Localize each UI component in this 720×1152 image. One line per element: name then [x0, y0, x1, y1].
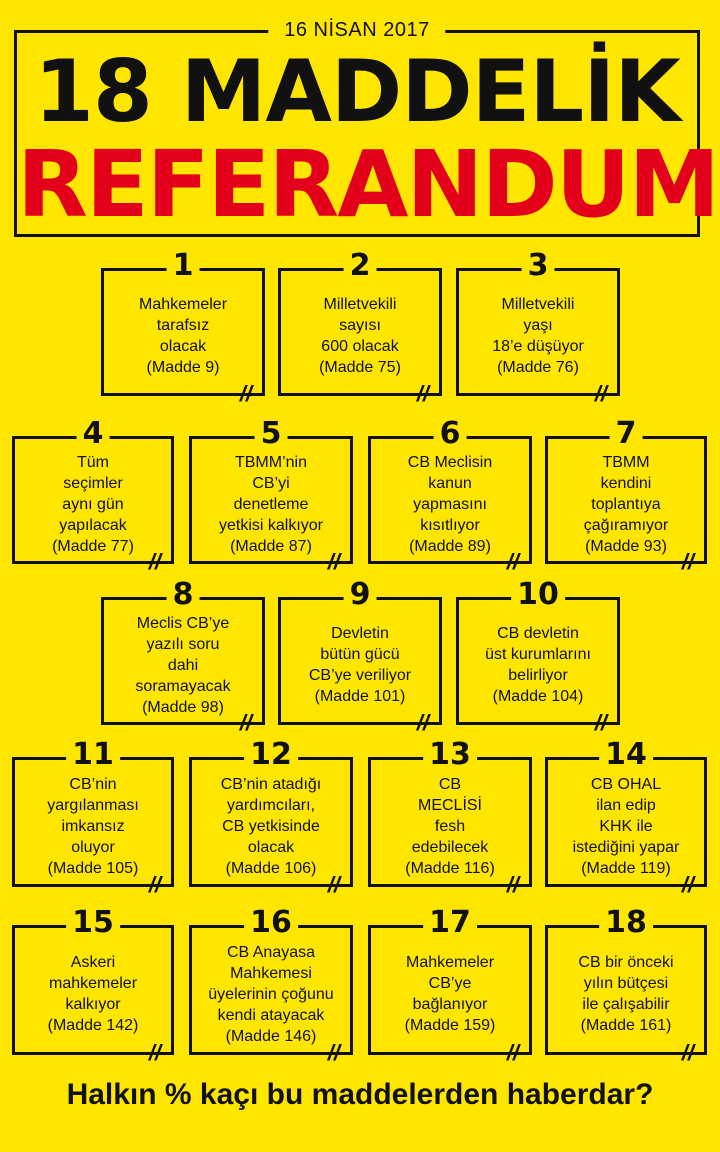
article-text: CB MECLİSİ fesh edebilecek (Madde 116)	[405, 775, 495, 877]
date-label: 16 NİSAN 2017	[268, 19, 446, 42]
article-number: 10	[511, 580, 565, 610]
article-text: CB Meclisin kanun yapmasını kısıtlıyor (…	[407, 453, 493, 555]
article-number: 9	[343, 580, 377, 610]
article-card: 7 TBMM kendini toplantıya çağıramıyor (M…	[545, 419, 707, 573]
article-number: 6	[433, 419, 467, 449]
article-card: 16 CB Anayasa Mahkemesi üyelerinin çoğun…	[189, 908, 353, 1064]
double-tick-icon: //	[416, 381, 429, 406]
double-tick-icon: //	[594, 710, 607, 735]
double-tick-icon: //	[148, 872, 161, 897]
article-text: CB OHAL ilan edip KHK ile istediğini yap…	[572, 775, 680, 877]
double-tick-icon: //	[594, 381, 607, 406]
article-number: 14	[599, 740, 653, 770]
article-text: CB’nin atadığı yardımcıları, CB yetkisin…	[220, 775, 322, 877]
article-card: 12 CB’nin atadığı yardımcıları, CB yetki…	[189, 740, 353, 896]
double-tick-icon: //	[506, 872, 519, 897]
article-text: Mahkemeler CB’ye bağlanıyor (Madde 159)	[404, 954, 496, 1034]
footer-question: Halkın % kaçı bu maddelerden haberdar?	[66, 1078, 654, 1111]
double-tick-icon: //	[327, 872, 340, 897]
article-text: TBMM’nin CB’yi denetleme yetkisi kalkıyo…	[218, 453, 324, 555]
article-number: 1	[166, 251, 200, 281]
article-text: TBMM kendini toplantıya çağıramıyor (Mad…	[583, 453, 669, 555]
article-number: 7	[609, 419, 643, 449]
double-tick-icon: //	[239, 710, 252, 735]
article-text: CB Anayasa Mahkemesi üyelerinin çoğunu k…	[208, 943, 334, 1045]
article-number: 17	[423, 908, 477, 938]
article-text: Tüm seçimler aynı gün yapılacak (Madde 7…	[52, 453, 134, 555]
article-number: 11	[66, 740, 120, 770]
title-box: 16 NİSAN 2017 18 MADDELİK REFERANDUM	[14, 19, 720, 238]
article-number: 16	[244, 908, 298, 938]
article-text: Askeri mahkemeler kalkıyor (Madde 142)	[47, 954, 139, 1034]
article-text: Milletvekili yaşı 18’e düşüyor (Madde 76…	[492, 296, 584, 376]
article-text: CB’nin yargılanması imkansız oluyor (Mad…	[47, 775, 139, 877]
article-text: CB devletin üst kurumlarını belirliyor (…	[485, 625, 591, 705]
article-text: Milletvekili sayısı 600 olacak (Madde 75…	[319, 296, 401, 376]
article-card: 2 Milletvekili sayısı 600 olacak (Madde …	[278, 251, 442, 405]
article-text: Devletin bütün gücü CB’ye veriliyor (Mad…	[308, 625, 412, 705]
page-title: 18 MADDELİK	[34, 42, 681, 142]
double-tick-icon: //	[148, 549, 161, 574]
article-card: 11 CB’nin yargılanması imkansız oluyor (…	[12, 740, 174, 896]
article-card: 14 CB OHAL ilan edip KHK ile istediğini …	[545, 740, 707, 896]
article-text: Mahkemeler tarafsız olacak (Madde 9)	[138, 296, 228, 376]
article-card: 13 CB MECLİSİ fesh edebilecek (Madde 116…	[368, 740, 532, 896]
article-card: 3 Milletvekili yaşı 18’e düşüyor (Madde …	[456, 251, 620, 405]
double-tick-icon: //	[327, 1040, 340, 1065]
article-number: 13	[423, 740, 477, 770]
page-subtitle: REFERANDUM	[17, 131, 720, 238]
article-card: 8 Meclis CB’ye yazılı soru dahi soramaya…	[101, 580, 265, 734]
article-number: 5	[254, 419, 288, 449]
article-number: 8	[166, 580, 200, 610]
article-number: 15	[66, 908, 120, 938]
article-card: 9 Devletin bütün gücü CB’ye veriliyor (M…	[278, 580, 442, 734]
double-tick-icon: //	[681, 872, 694, 897]
article-text: Meclis CB’ye yazılı soru dahi soramayaca…	[135, 614, 231, 716]
double-tick-icon: //	[148, 1040, 161, 1065]
article-card: 17 Mahkemeler CB’ye bağlanıyor (Madde 15…	[368, 908, 532, 1064]
article-number: 18	[599, 908, 653, 938]
double-tick-icon: //	[239, 381, 252, 406]
double-tick-icon: //	[681, 1040, 694, 1065]
article-number: 2	[343, 251, 377, 281]
article-card: 6 CB Meclisin kanun yapmasını kısıtlıyor…	[368, 419, 532, 573]
article-card: 15 Askeri mahkemeler kalkıyor (Madde 142…	[12, 908, 174, 1064]
article-card: 18 CB bir önceki yılın bütçesi ile çalış…	[545, 908, 707, 1064]
double-tick-icon: //	[681, 549, 694, 574]
article-card: 5 TBMM’nin CB’yi denetleme yetkisi kalkı…	[189, 419, 353, 573]
article-text: CB bir önceki yılın bütçesi ile çalışabi…	[578, 954, 674, 1034]
article-number: 12	[244, 740, 298, 770]
article-number: 4	[76, 419, 110, 449]
double-tick-icon: //	[506, 549, 519, 574]
article-card: 4 Tüm seçimler aynı gün yapılacak (Madde…	[12, 419, 174, 573]
double-tick-icon: //	[327, 549, 340, 574]
double-tick-icon: //	[506, 1040, 519, 1065]
article-card: 1 Mahkemeler tarafsız olacak (Madde 9) /…	[101, 251, 265, 405]
article-number: 3	[521, 251, 555, 281]
article-card: 10 CB devletin üst kurumlarını belirliyo…	[456, 580, 620, 734]
double-tick-icon: //	[416, 710, 429, 735]
